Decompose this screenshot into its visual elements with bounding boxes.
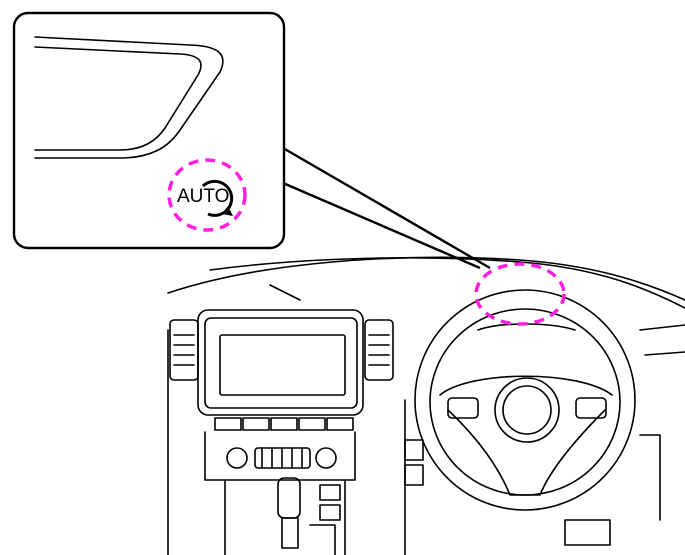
left-spoke-switch [447,397,479,419]
center-console [197,309,364,555]
gear-shifter [277,477,301,519]
callout-box: AUTO [12,11,286,250]
left-climate-knob [226,447,248,469]
steering-wheel [404,289,685,546]
right-air-vent [364,319,394,381]
infotainment-screen [219,334,346,396]
circular-arrow-icon [201,179,234,217]
callout-leader-lines [282,146,491,270]
auto-switch-location-highlight [474,262,566,326]
button-row [214,417,354,431]
right-climate-knob [315,447,337,469]
left-air-vent [169,319,199,381]
steering-hub [494,377,560,443]
auto-switch-icon: AUTO [177,179,234,217]
auto-switch-highlight [167,158,247,232]
dashboard-outline [167,256,685,555]
auto-label: AUTO [177,186,229,207]
right-spoke-switch [575,397,607,419]
